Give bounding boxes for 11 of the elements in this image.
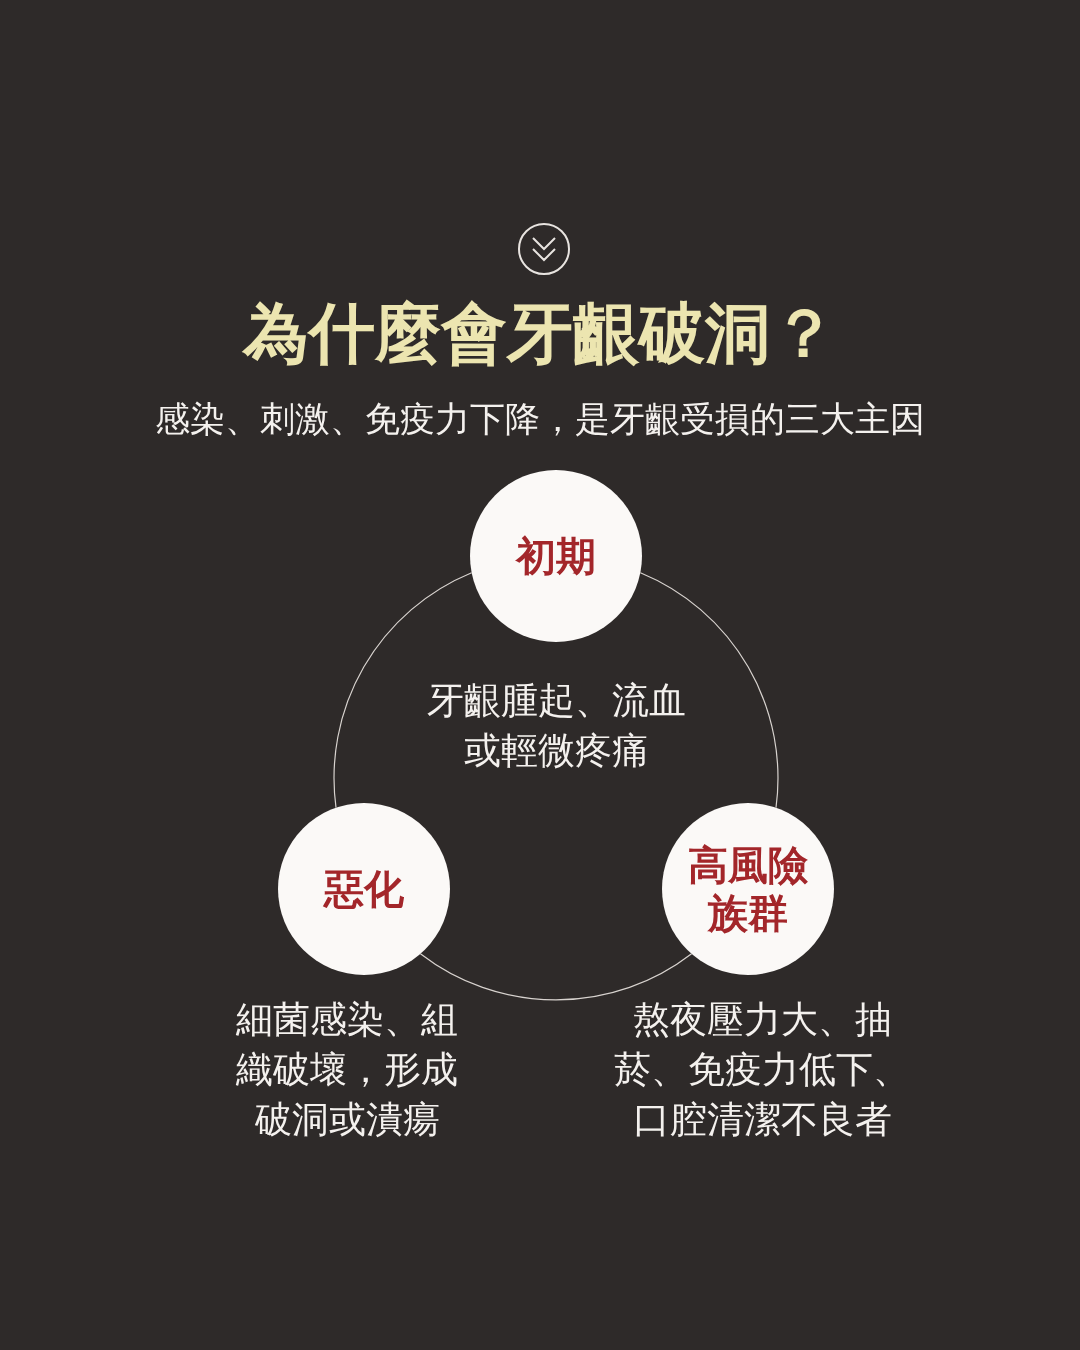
stage-label: 惡化	[322, 865, 405, 913]
connector-arc	[333, 572, 473, 809]
description-text: 牙齦腫起、流血或輕微疼痛	[425, 678, 687, 774]
connector-arc	[639, 572, 779, 809]
connector-arc	[419, 953, 693, 1001]
stage-label: 高風險族群	[687, 841, 810, 937]
subtitle: 感染、刺激、免疫力下降，是牙齦受損的三大主因	[154, 398, 926, 441]
description-text: 熬夜壓力大、抽菸、免疫力低下、口腔清潔不良者	[613, 997, 911, 1143]
description-text: 細菌感染、組織破壞，形成破洞或潰瘍	[235, 997, 459, 1143]
title: 為什麼會牙齦破洞？	[241, 293, 838, 374]
stage-label: 初期	[514, 532, 597, 580]
